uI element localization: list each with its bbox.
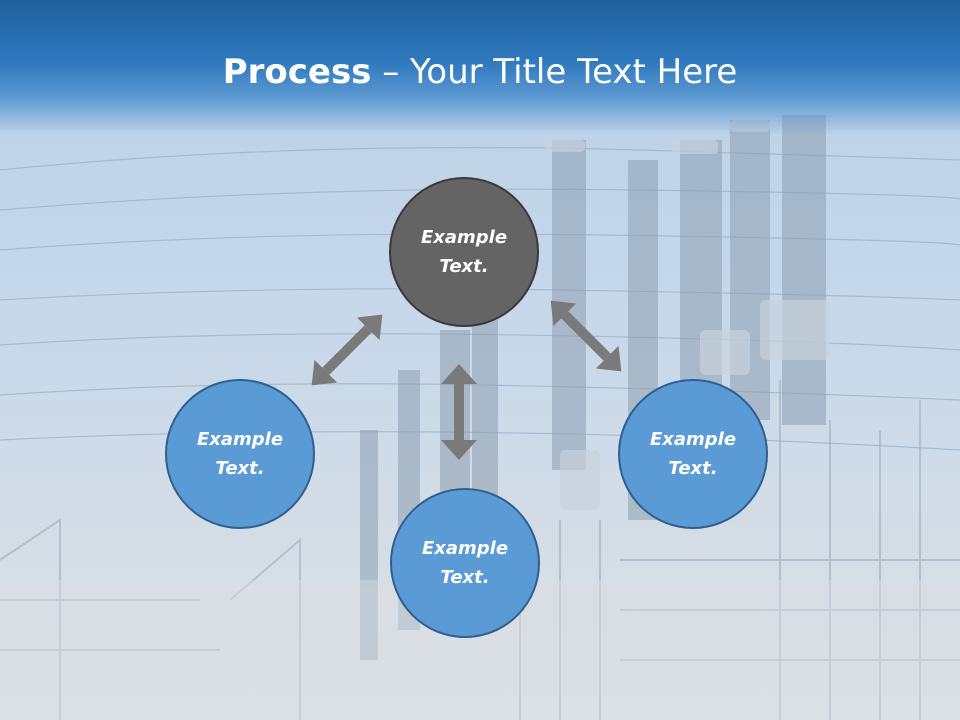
title-bar bbox=[0, 0, 960, 135]
arrow-left-top bbox=[311, 314, 383, 386]
arrow-top-bottom bbox=[441, 364, 477, 460]
title-bold: Process bbox=[222, 52, 372, 92]
arrow-top-right bbox=[550, 300, 622, 372]
node-left-label: Example Text. bbox=[196, 429, 284, 479]
node-bottom-label: Example Text. bbox=[421, 538, 509, 588]
slide-title: Process – Your Title Text Here bbox=[0, 52, 960, 92]
node-top[interactable]: Example Text. bbox=[389, 177, 539, 327]
node-right-label: Example Text. bbox=[649, 429, 737, 479]
node-left[interactable]: Example Text. bbox=[165, 379, 315, 529]
node-right[interactable]: Example Text. bbox=[618, 379, 768, 529]
title-rest: – Your Title Text Here bbox=[371, 52, 738, 92]
node-top-label: Example Text. bbox=[420, 227, 508, 277]
node-bottom[interactable]: Example Text. bbox=[390, 488, 540, 638]
